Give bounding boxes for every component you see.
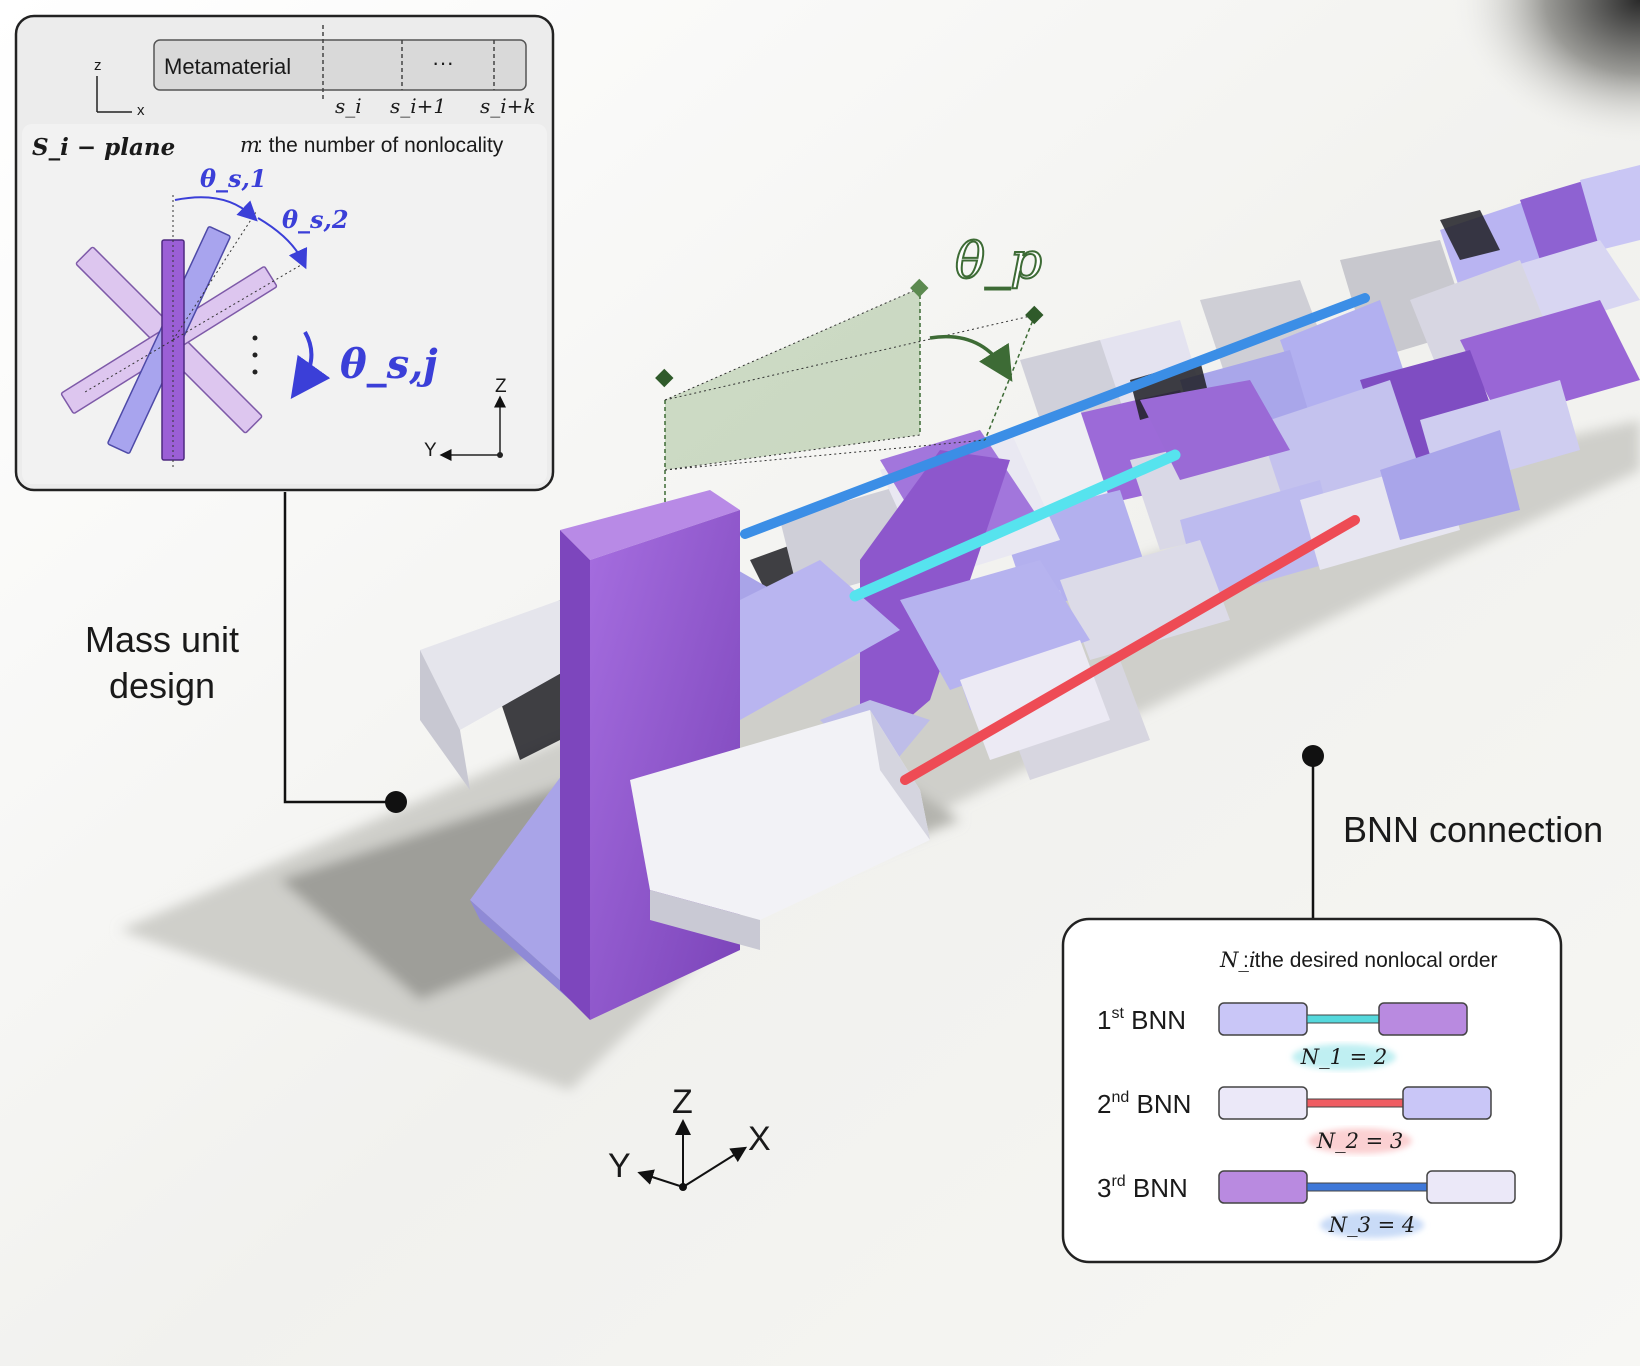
second-bnn-rod xyxy=(900,515,1360,785)
bnn-row-1: 1st BNN N_1 = 2 xyxy=(1097,1002,1468,1070)
theta-p-plane: θ_p xyxy=(655,231,1044,505)
theta-p-label: θ_p xyxy=(955,232,1042,290)
mass-unit-label-line2: design xyxy=(109,665,215,706)
mass-unit-pointer xyxy=(385,791,407,813)
bnn-header-var: N_i xyxy=(1219,948,1256,972)
axis-y-label: Y xyxy=(608,1147,631,1185)
bnn-row-label: 1st BNN xyxy=(1097,1005,1186,1035)
bnn-link xyxy=(1306,1014,1380,1024)
inset-axis-Z: Z xyxy=(495,376,507,397)
segment-label: s_i+k xyxy=(480,94,536,118)
bnn-link xyxy=(1306,1098,1404,1108)
main-axes: Z X Y xyxy=(608,1083,771,1191)
bnn-order-eq: N_1 = 2 xyxy=(1300,1045,1388,1069)
inset-axis-x: x xyxy=(137,102,145,119)
callout-lines xyxy=(283,492,1324,920)
bnn-row-3: 3rd BNN N_3 = 4 xyxy=(1097,1170,1516,1238)
plane-label: S_i − plane xyxy=(32,134,175,161)
bnn-inset: N_i : the desired nonlocal order 1st BNN… xyxy=(1061,917,1563,1264)
nonlocality-text: : the number of nonlocality xyxy=(257,134,504,157)
plane-marker xyxy=(910,278,929,298)
theta-p-arrow xyxy=(929,334,1013,382)
bnn-mass-block xyxy=(1218,1170,1308,1204)
bnn-order-eq: N_3 = 4 xyxy=(1328,1213,1416,1237)
bnn-mass-block xyxy=(1378,1002,1468,1036)
plane-marker xyxy=(655,368,674,388)
bnn-row-label: 3rd BNN xyxy=(1097,1173,1188,1203)
theta-sj-label: θ_s,j xyxy=(340,341,438,388)
bnn-link xyxy=(1306,1182,1428,1192)
metamaterial-label: Metamaterial xyxy=(164,54,291,79)
rotated-bars xyxy=(60,195,307,470)
third-bnn-rod xyxy=(740,293,1370,539)
theta-s2-label: θ_s,2 xyxy=(282,205,349,234)
axis-z-label: Z xyxy=(672,1083,693,1121)
inset-axis-z: z xyxy=(94,57,102,74)
mass-unit-label-line1: Mass unit xyxy=(85,619,239,660)
metamaterial-ellipsis: ··· xyxy=(432,50,454,75)
nonlocality-m: m xyxy=(240,133,260,157)
bnn-row-2: 2nd BNN N_2 = 3 xyxy=(1097,1086,1492,1154)
theta-s1-label: θ_s,1 xyxy=(200,164,267,193)
segment-label: s_i xyxy=(335,94,362,118)
bnn-mass-block xyxy=(1426,1170,1516,1204)
bnn-connection-label: BNN connection xyxy=(1343,809,1603,850)
bnn-header-text: : the desired nonlocal order xyxy=(1243,949,1498,972)
first-bnn-rod xyxy=(849,449,1181,602)
bnn-connection-pointer xyxy=(1302,745,1324,767)
segment-label: s_i+1 xyxy=(390,94,446,118)
mass-unit-inset: Metamaterial ··· s_i s_i+1 s_i+k z x S_i… xyxy=(14,14,555,492)
inset-axis-Y: Y xyxy=(424,440,437,461)
bnn-order-eq: N_2 = 3 xyxy=(1316,1129,1404,1153)
bnn-mass-block xyxy=(1218,1002,1308,1036)
bnn-mass-block xyxy=(1402,1086,1492,1120)
axis-x-label: X xyxy=(748,1120,771,1158)
bnn-rods xyxy=(740,293,1370,785)
front-unit xyxy=(420,490,930,1020)
bnn-row-label: 2nd BNN xyxy=(1097,1089,1191,1119)
bnn-mass-block xyxy=(1218,1086,1308,1120)
metamaterial-bar xyxy=(153,39,527,91)
